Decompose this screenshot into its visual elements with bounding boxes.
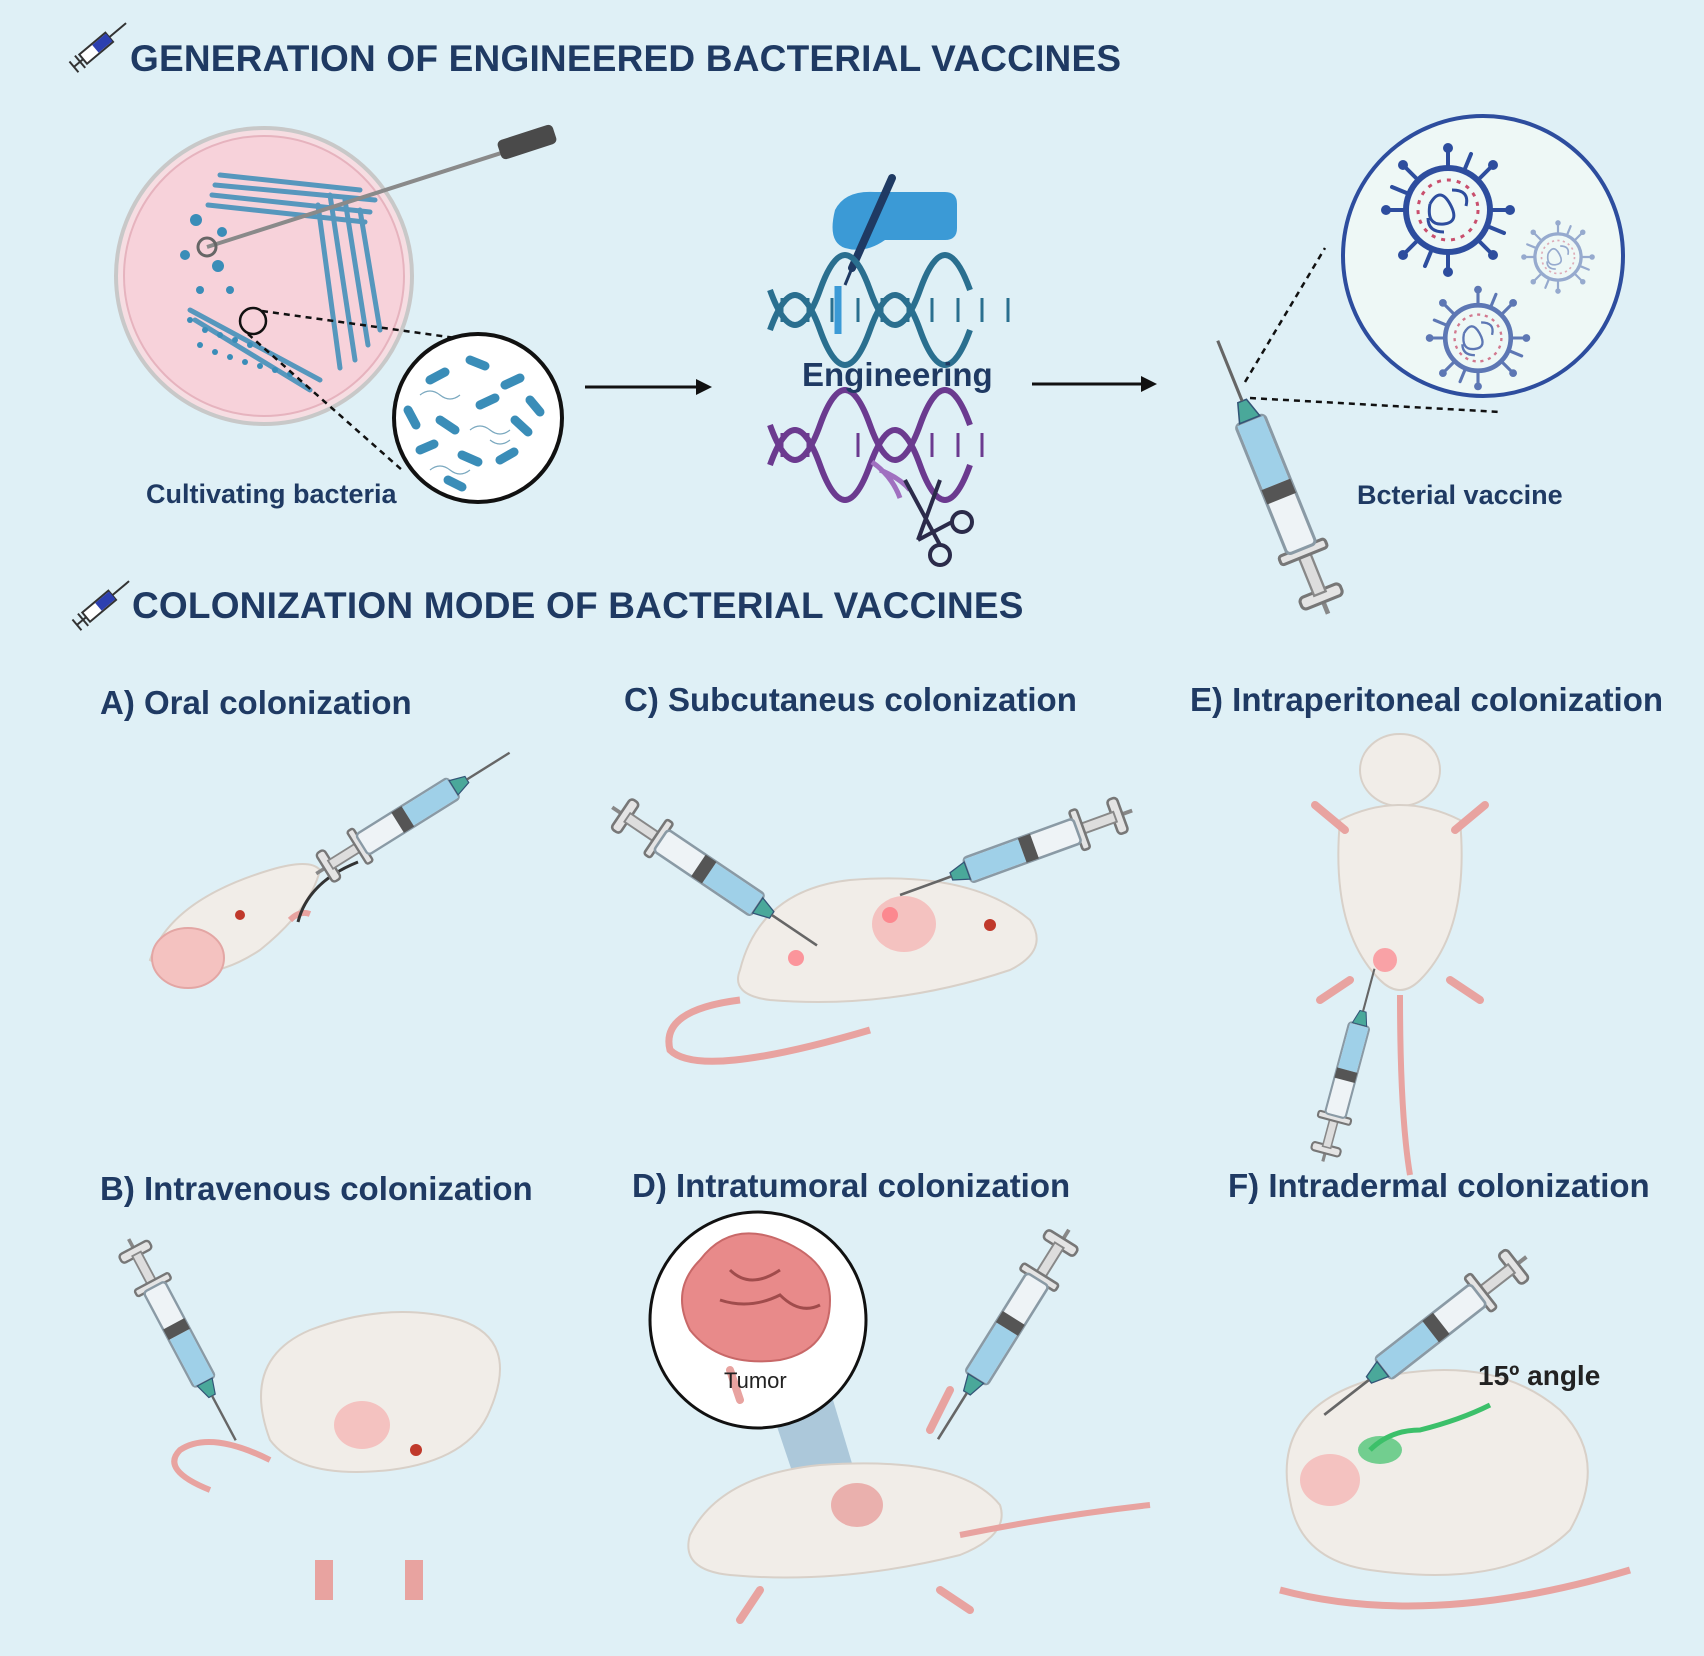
hand-pen-icon: [832, 174, 957, 286]
scissors-icon: [903, 479, 974, 567]
panel-label-f: F) Intradermal colonization: [1228, 1167, 1650, 1204]
mouse-intratumoral: [687, 1366, 1151, 1624]
section1-title: GENERATION OF ENGINEERED BACTERIAL VACCI…: [130, 38, 1122, 79]
panel-label-a: A) Oral colonization: [100, 684, 412, 721]
vaccine-syringe: [1195, 331, 1351, 623]
section2-title: COLONIZATION MODE OF BACTERIAL VACCINES: [132, 585, 1024, 626]
syringe-icon: [70, 574, 136, 632]
intravenous-syringe: [109, 1228, 255, 1452]
syringe-icon: [67, 16, 133, 74]
intratumoral-syringe: [918, 1216, 1089, 1453]
mouse-intravenous: [171, 1311, 501, 1600]
mouse-oral: [148, 863, 322, 989]
dna-icon: [767, 252, 1010, 368]
panel-label-c: C) Subcutaneus colonization: [624, 681, 1077, 718]
mouse-intradermal: [1279, 1369, 1632, 1610]
virus-zoom-circle: [1341, 114, 1625, 398]
mouse-subcutaneous: [665, 877, 1038, 1065]
mouse-intraperitoneal: [1311, 733, 1489, 1176]
dna-icon: [767, 387, 984, 503]
petri-dish: [114, 124, 557, 471]
intraperitoneal-syringe: [1305, 962, 1393, 1168]
tumor-label: Tumor: [724, 1368, 787, 1393]
vaccine-label: Bcterial vaccine: [1357, 480, 1563, 510]
arrow-icon: [585, 379, 712, 395]
panel-label-e: E) Intraperitoneal colonization: [1190, 681, 1664, 718]
angle-label: 15º angle: [1478, 1360, 1601, 1391]
bacteria-zoom-circle: [392, 332, 564, 504]
panel-label-d: D) Intratumoral colonization: [632, 1167, 1071, 1204]
oral-syringe: [304, 734, 522, 892]
panel-label-b: B) Intravenous colonization: [100, 1170, 533, 1207]
tumor-zoom: [648, 1210, 868, 1495]
cultivating-label: Cultivating bacteria: [146, 479, 397, 509]
engineering-label: Engineering: [802, 356, 993, 393]
arrow-icon: [1032, 376, 1157, 392]
